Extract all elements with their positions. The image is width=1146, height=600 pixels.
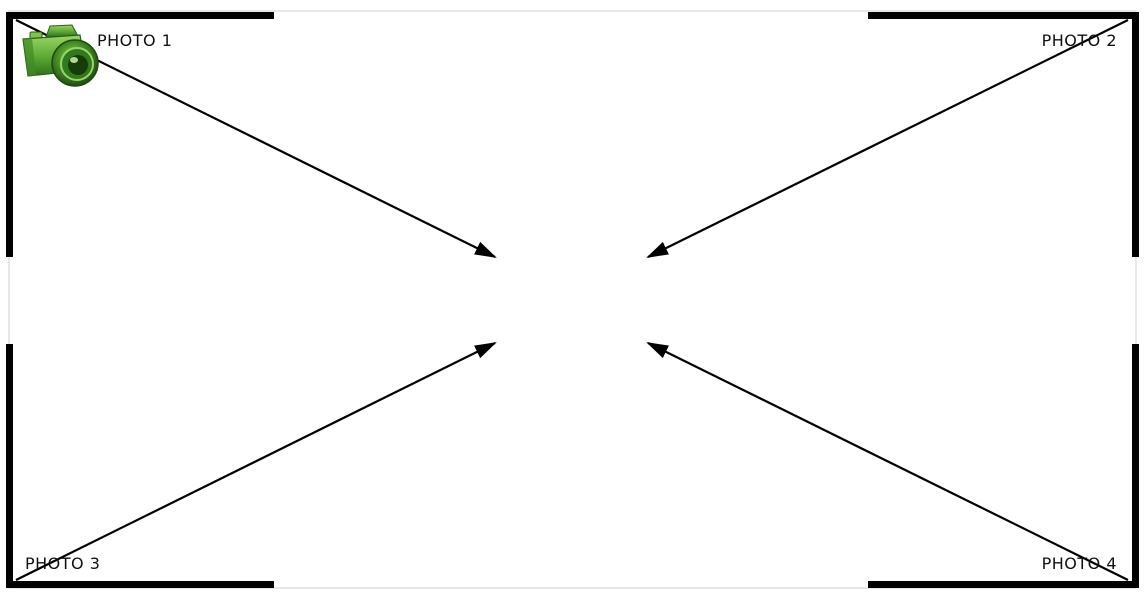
photo-2-label: PHOTO 2 [1041, 31, 1117, 50]
bracket-bottom-right [868, 344, 1139, 588]
photo-1-label: PHOTO 1 [97, 31, 173, 50]
photo-4-label: PHOTO 4 [1041, 554, 1117, 573]
camera-icon [22, 24, 99, 87]
arrow-from-photo-2 [646, 19, 1129, 258]
arrow-from-photo-4 [646, 342, 1129, 581]
photo-3-label: PHOTO 3 [25, 554, 101, 573]
arrow-from-photo-3 [15, 342, 497, 581]
bracket-top-right [868, 12, 1139, 257]
bracket-bottom-left [6, 344, 274, 588]
outer-border [8, 10, 1137, 589]
bracket-top-left [6, 12, 274, 257]
arrows [15, 19, 1129, 581]
frame-brackets [6, 12, 1139, 588]
